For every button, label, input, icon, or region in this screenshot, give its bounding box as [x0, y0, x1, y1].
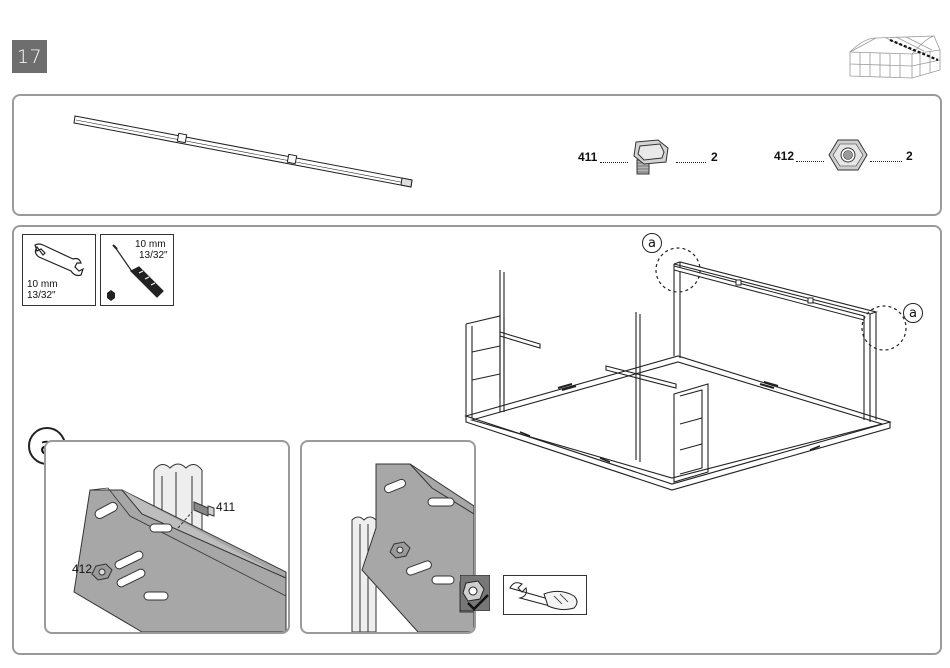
- nutdriver-tool-box: 10 mm 13/32": [100, 234, 174, 306]
- tighten-nut-closeup: [460, 575, 490, 611]
- part-412-code: 412: [774, 149, 794, 163]
- part-411-code: 411: [578, 150, 597, 164]
- wrench-tool-box: 10 mm 13/32": [22, 234, 96, 306]
- wrench-icon: [31, 241, 87, 279]
- greenhouse-overview-icon: [846, 30, 942, 82]
- callout-a-letter: a: [909, 307, 917, 320]
- callout-a-marker-right: a: [903, 303, 923, 323]
- bolt-411-icon: [630, 138, 674, 176]
- part-411-leader: [600, 162, 628, 163]
- wrench-size-in: 13/32": [27, 290, 56, 301]
- nutdriver-icon: [103, 243, 171, 303]
- wrench-size-mm: 10 mm: [27, 279, 58, 290]
- callout-a-letter: a: [648, 237, 656, 250]
- tighten-wrench-box: [503, 575, 587, 615]
- rail-part-illustration: [72, 110, 416, 196]
- part-412-qty: 2: [906, 149, 913, 163]
- detail-label-411: 411: [216, 500, 235, 514]
- part-411-qty-leader: [676, 162, 706, 163]
- step-number: 17: [17, 46, 42, 68]
- detail-a-step2-panel: [300, 440, 476, 634]
- step-number-badge: 17: [12, 40, 47, 73]
- callout-a-marker-left: a: [642, 233, 662, 253]
- frame-assembly-drawing: [460, 232, 936, 494]
- detail-label-412: 412: [72, 562, 92, 576]
- detail-a-step1-panel: 411 412: [44, 440, 290, 634]
- part-412-leader: [796, 161, 824, 162]
- part-412-qty-leader: [870, 161, 902, 162]
- nut-412-icon: [828, 138, 868, 172]
- hand-wrench-icon: [504, 576, 586, 614]
- part-411-qty: 2: [711, 150, 718, 164]
